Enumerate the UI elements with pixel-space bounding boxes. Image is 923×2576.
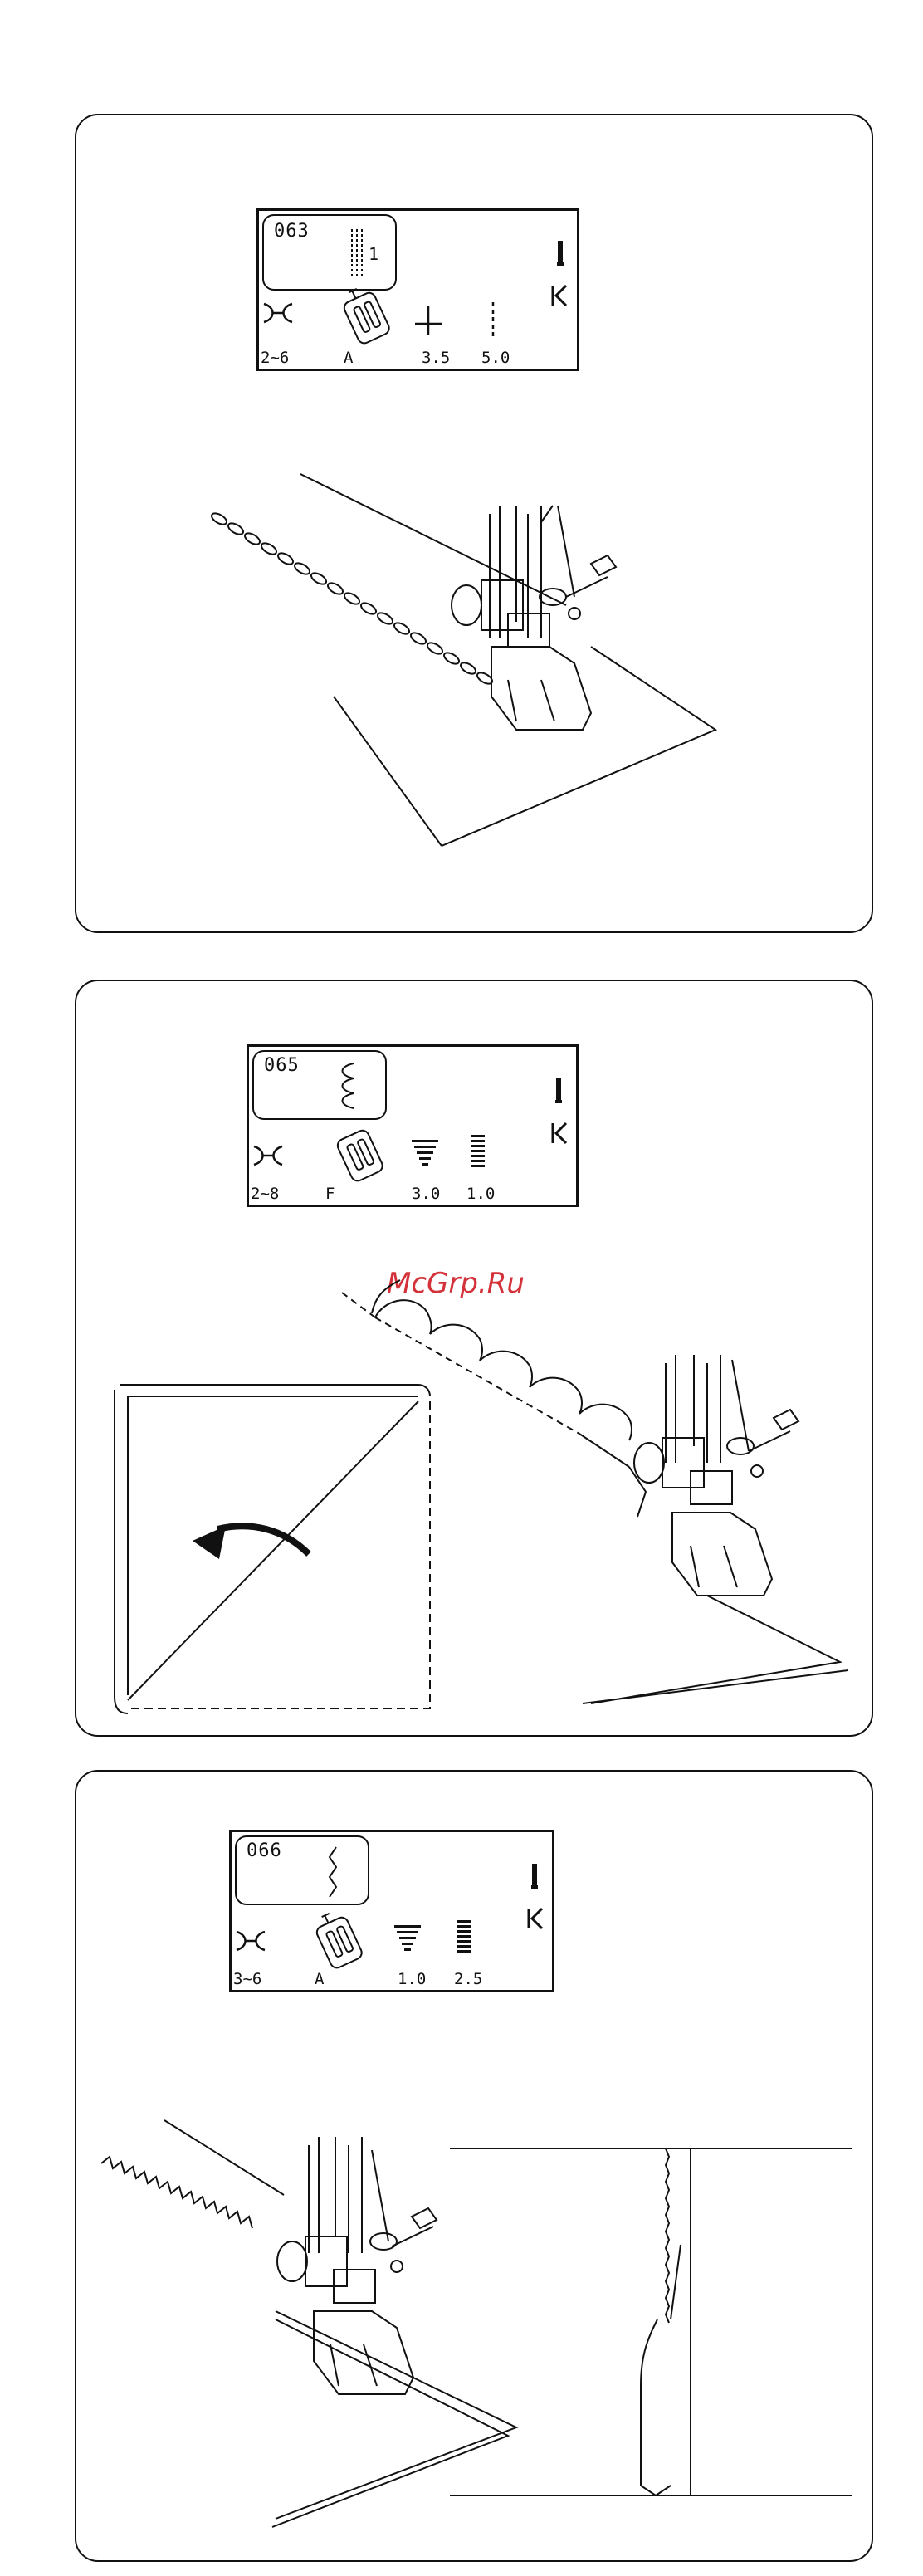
folded-fabric-diagram bbox=[115, 1385, 430, 1713]
instruction-panel-2: 065 2~8 F 3.0 1.0 McGrp.Ru bbox=[75, 980, 873, 1737]
fabric-edge bbox=[164, 2120, 284, 2195]
zigzag-stitch bbox=[101, 2157, 252, 2228]
sewing-illustration-3 bbox=[76, 1772, 875, 2564]
presser-foot-assembly bbox=[452, 506, 616, 730]
instruction-panel-3: 066 3~6 A 1.0 2.5 bbox=[75, 1770, 873, 2562]
fabric-edge bbox=[300, 474, 566, 605]
shell-tuck-stitch bbox=[342, 1280, 646, 1517]
fold-arrow bbox=[217, 1526, 309, 1554]
sewing-illustration-2 bbox=[76, 981, 875, 1738]
presser-foot-assembly bbox=[583, 1355, 848, 1703]
triple-stitch-line bbox=[210, 511, 494, 687]
sewing-illustration-1 bbox=[76, 115, 875, 935]
finished-seam-detail bbox=[450, 2148, 852, 2564]
presser-foot-assembly bbox=[277, 2137, 437, 2394]
instruction-panel-1: 063 1 2~6 A 3.5 5.0 bbox=[75, 114, 873, 933]
